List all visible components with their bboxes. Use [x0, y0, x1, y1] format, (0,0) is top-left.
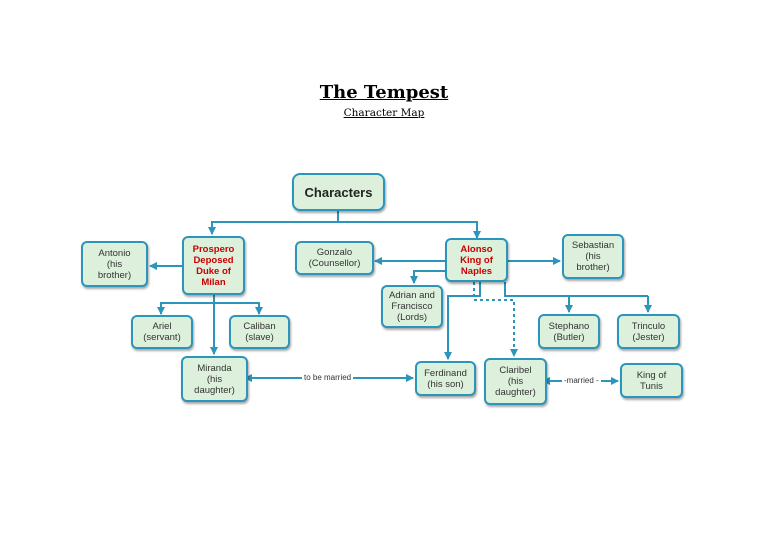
node-ferdinand: Ferdinand (his son): [415, 361, 476, 396]
node-caliban: Caliban (slave): [229, 315, 290, 349]
edge-prospero-ariel-caliban: [160, 302, 260, 313]
node-claribel: Claribel (his daughter): [484, 358, 547, 405]
edge-alonso-adrian: [410, 270, 445, 284]
edge-alonso-claribel: [473, 282, 518, 357]
node-prospero: Prospero Deposed Duke of Milan: [182, 236, 245, 295]
document-title: The Tempest: [319, 82, 449, 103]
node-king-of-tunis: King of Tunis: [620, 363, 683, 398]
edge-label-married: -married -: [562, 376, 601, 386]
node-antonio: Antonio (his brother): [81, 241, 148, 287]
document-subtitle: Character Map: [343, 107, 425, 119]
edge-alonso-servants: [504, 282, 648, 297]
edge-characters-prospero: [208, 211, 339, 235]
node-alonso: Alonso King of Naples: [445, 238, 508, 282]
node-ariel: Ariel (servant): [131, 315, 193, 349]
node-sebastian: Sebastian (his brother): [562, 234, 624, 279]
node-adrian-francisco: Adrian and Francisco (Lords): [381, 285, 443, 328]
node-trinculo: Trinculo (Jester): [617, 314, 680, 349]
node-miranda: Miranda (his daughter): [181, 356, 248, 402]
node-gonzalo: Gonzalo (Counsellor): [295, 241, 374, 275]
edge-label-to-be-married: to be married: [302, 373, 354, 383]
node-characters: Characters: [292, 173, 385, 211]
edge-alonso-ferdinand: [444, 282, 481, 360]
edge-characters-alonso: [338, 221, 481, 239]
node-stephano: Stephano (Butler): [538, 314, 600, 349]
